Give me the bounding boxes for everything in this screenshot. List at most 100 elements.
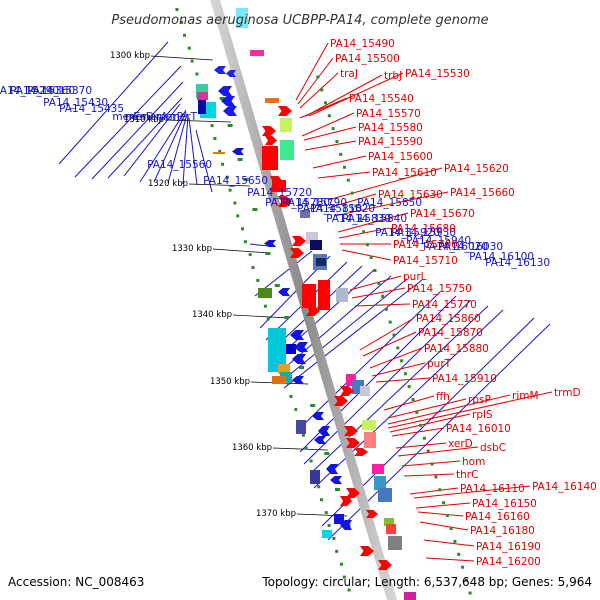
gene-label-right[interactable]: PA14_15750	[407, 283, 472, 295]
gene-label-right[interactable]: traJ	[340, 68, 358, 80]
gene-block	[300, 210, 310, 218]
gene-block	[310, 240, 322, 250]
gene-label-left[interactable]: merD	[125, 111, 154, 123]
gene-block	[236, 8, 248, 28]
tick-mark-major	[274, 284, 280, 287]
tick-mark-left	[225, 175, 229, 179]
gene-label-right[interactable]: PA14_15620	[444, 163, 509, 175]
gene-label-left[interactable]: PA14_15430	[43, 97, 108, 109]
gene-label-left[interactable]: PA14_15840	[342, 213, 407, 225]
gene-label-left[interactable]: PA14_15790	[282, 197, 347, 209]
gene-label-right[interactable]: PA14_16150	[472, 498, 537, 510]
gene-label-left[interactable]: PA14_15850	[357, 197, 422, 209]
gene-label-right[interactable]: PA14_15680	[391, 223, 456, 235]
tick-mark-left	[294, 407, 298, 411]
gene-label-left[interactable]: merA	[140, 111, 169, 123]
gene-label-left[interactable]: merE	[112, 111, 140, 123]
gene-label-right[interactable]: PA14_16200	[476, 556, 541, 568]
kbp-leader	[150, 55, 213, 61]
gene-label-right[interactable]: xerD	[448, 438, 473, 450]
connector-right	[301, 112, 355, 137]
gene-label-right[interactable]: PA14_15700	[393, 239, 458, 251]
gene-block	[346, 374, 356, 386]
gene-label-left[interactable]: PA14_15360	[10, 85, 75, 97]
gene-label-right[interactable]: PA14_15670	[410, 208, 475, 220]
gene-label-right[interactable]: rpsP	[468, 394, 491, 406]
gene-label-left[interactable]: PA14_15940	[406, 235, 471, 247]
gene-label-right[interactable]: ffh	[436, 391, 450, 403]
kbp-leader	[188, 183, 250, 187]
tick-mark-right	[369, 256, 373, 260]
gene-label-right[interactable]: PA14_15580	[358, 122, 423, 134]
tick-mark-right	[320, 88, 324, 92]
gene-label-left[interactable]: PA14_15720	[247, 187, 312, 199]
tick-mark-left	[218, 149, 222, 153]
gene-block	[250, 50, 264, 56]
gene-label-right[interactable]: PA14_16190	[476, 541, 541, 553]
gene-label-right[interactable]: PA14_16160	[465, 511, 530, 523]
gene-label-right[interactable]: PA14_15590	[358, 136, 423, 148]
gene-label-left[interactable]: PA14_15780	[265, 197, 330, 209]
gene-block	[404, 592, 416, 600]
gene-label-left[interactable]: PA14_15930	[391, 227, 456, 239]
gene-label-right[interactable]: PA14_15500	[335, 53, 400, 65]
gene-arrow	[378, 560, 392, 570]
gene-label-left[interactable]: PA14_15810	[297, 203, 362, 215]
gene-label-left[interactable]: merT	[170, 111, 198, 123]
gene-label-right[interactable]: rimM	[512, 390, 539, 402]
gene-arrow	[221, 96, 235, 106]
gene-label-left[interactable]: PA14_16100	[469, 251, 534, 263]
gene-label-right[interactable]: PA14_15770	[412, 299, 477, 311]
gene-label-right[interactable]: PA14_15860	[416, 313, 481, 325]
tick-mark-major	[265, 252, 271, 255]
gene-label-right[interactable]: purL	[403, 271, 427, 283]
gene-label-right[interactable]: PA14_15660	[450, 187, 515, 199]
gene-label-right[interactable]: dsbC	[480, 442, 506, 454]
gene-label-right[interactable]: PA14_16140	[532, 481, 597, 493]
gene-label-left[interactable]: PA14_15560	[147, 159, 212, 171]
tick-mark-left	[347, 588, 351, 592]
gene-label-left[interactable]: PA14_15830	[326, 213, 391, 225]
gene-label-left[interactable]: PA14_16130	[485, 257, 550, 269]
gene-label-right[interactable]: PA14_16110	[460, 483, 525, 495]
gene-label-left[interactable]: PA14_15920	[375, 227, 440, 239]
gene-label-left[interactable]: merP	[156, 111, 183, 123]
tick-mark-right	[453, 539, 457, 543]
tick-mark-left	[183, 33, 186, 37]
gene-block	[316, 258, 326, 266]
connector-right	[423, 539, 475, 547]
connector-right	[415, 502, 471, 509]
gene-label-left[interactable]: PA14_15370	[27, 85, 92, 97]
gene-label-left[interactable]: PA14_16020	[423, 241, 488, 253]
gene-label-left[interactable]: PA14_15290	[0, 85, 59, 97]
gene-label-right[interactable]: rplS	[472, 409, 493, 421]
tick-mark-right	[464, 578, 468, 582]
gene-label-left[interactable]: PA14_15650	[203, 175, 268, 187]
gene-label-right[interactable]: PA14_15910	[432, 373, 497, 385]
gene-label-right[interactable]: purT	[427, 358, 452, 370]
gene-label-right[interactable]: PA14_15710	[393, 255, 458, 267]
connector-right	[375, 377, 431, 383]
gene-label-right[interactable]: hom	[462, 456, 485, 468]
gene-label-right[interactable]: trbJ	[384, 70, 402, 82]
gene-label-right[interactable]: PA14_15880	[424, 343, 489, 355]
gene-label-right[interactable]: trmD	[554, 387, 581, 399]
kbp-label: 1300 kbp	[110, 51, 150, 61]
gene-label-left[interactable]: PA14_16030	[438, 241, 503, 253]
gene-label-right[interactable]: PA14_15600	[368, 151, 433, 163]
gene-label-left[interactable]: PA14_15435	[59, 103, 124, 115]
gene-label-right[interactable]: PA14_16180	[470, 525, 535, 537]
tick-mark-right	[362, 230, 366, 234]
gene-label-right[interactable]: PA14_15870	[418, 327, 483, 339]
connector-right	[413, 485, 531, 499]
gene-label-right[interactable]: PA14_15630	[378, 189, 443, 201]
gene-label-right[interactable]: PA14_15490	[330, 38, 395, 50]
gene-label-right[interactable]: thrC	[456, 469, 478, 481]
gene-block	[265, 98, 279, 103]
gene-label-right[interactable]: PA14_15570	[356, 108, 421, 120]
gene-label-left[interactable]: PA14_15820	[310, 203, 375, 215]
gene-label-right[interactable]: PA14_15540	[349, 93, 414, 105]
gene-label-right[interactable]: PA14_15610	[372, 167, 437, 179]
gene-label-right[interactable]: PA14_16010	[446, 423, 511, 435]
gene-label-right[interactable]: PA14_15530	[405, 68, 470, 80]
